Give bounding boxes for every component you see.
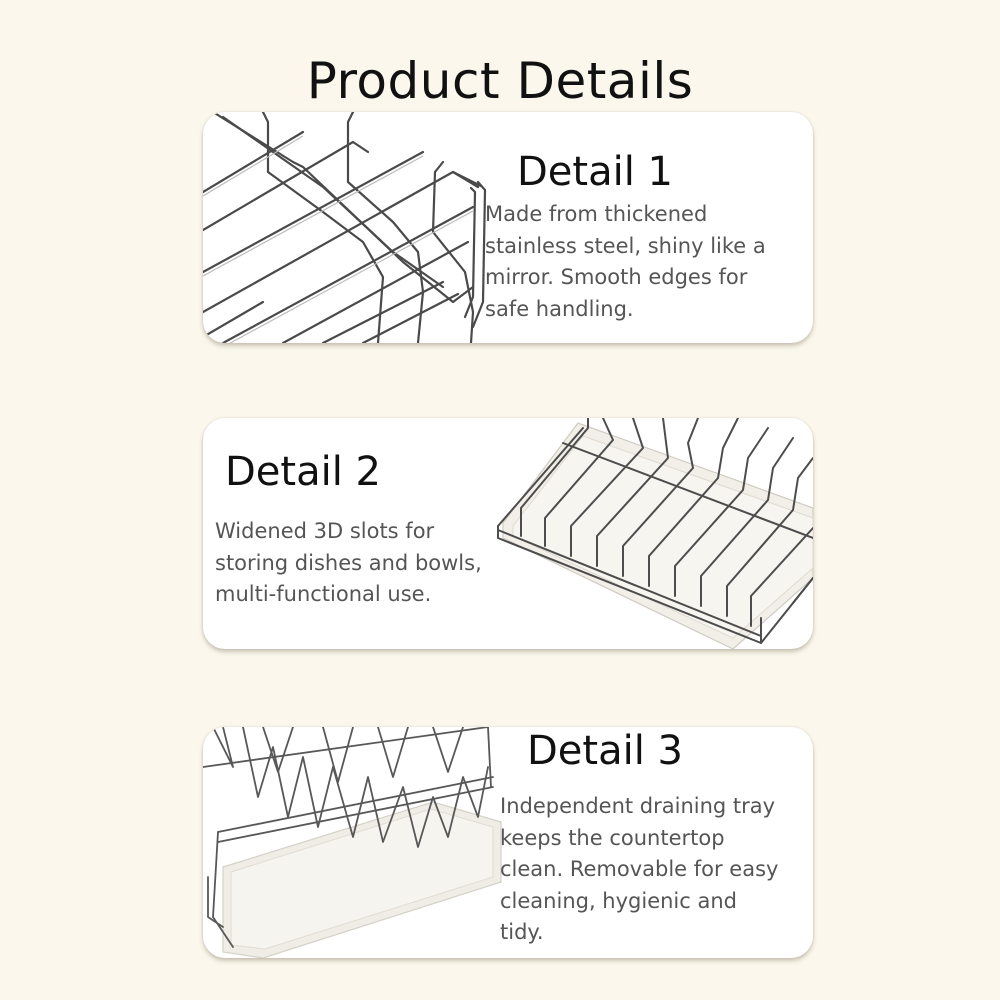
detail-2-line-2: storing dishes and bowls, <box>215 550 482 575</box>
detail-card-3: Detail 3 Independent draining tray keeps… <box>203 727 813 958</box>
detail-2-line-3: multi-functional use. <box>215 582 432 606</box>
wire-rack-corner-image <box>203 112 493 343</box>
detail-card-2: Detail 2 Widened 3D slots for storing di… <box>203 418 813 649</box>
detail-1-description: Made from thickened stainless steel, shi… <box>485 199 766 325</box>
detail-3-title: Detail 3 <box>527 728 683 774</box>
detail-3-line-3: clean. Removable for easy <box>500 857 779 881</box>
detail-1-title: Detail 1 <box>517 149 673 195</box>
page-title: Product Details <box>306 51 694 110</box>
detail-2-description: Widened 3D slots for storing dishes and … <box>215 516 482 611</box>
detail-3-line-5: tidy. <box>500 920 544 944</box>
detail-1-line-2: stainless steel, shiny like a <box>485 233 766 258</box>
dish-slot-rack-image <box>493 418 813 649</box>
detail-3-line-4: cleaning, hygienic and <box>500 888 737 913</box>
detail-1-line-1: Made from thickened <box>485 202 708 226</box>
detail-2-title: Detail 2 <box>225 449 381 495</box>
drain-tray-image <box>203 727 503 958</box>
detail-card-1: Detail 1 Made from thickened stainless s… <box>203 112 813 343</box>
detail-2-line-1: Widened 3D slots for <box>215 519 435 543</box>
detail-3-line-1: Independent draining tray <box>500 794 776 818</box>
detail-1-line-3: mirror. Smooth edges for <box>485 265 748 289</box>
detail-3-description: Independent draining tray keeps the coun… <box>500 791 778 949</box>
detail-1-line-4: safe handling. <box>485 296 634 321</box>
detail-3-line-2: keeps the countertop <box>500 825 725 850</box>
